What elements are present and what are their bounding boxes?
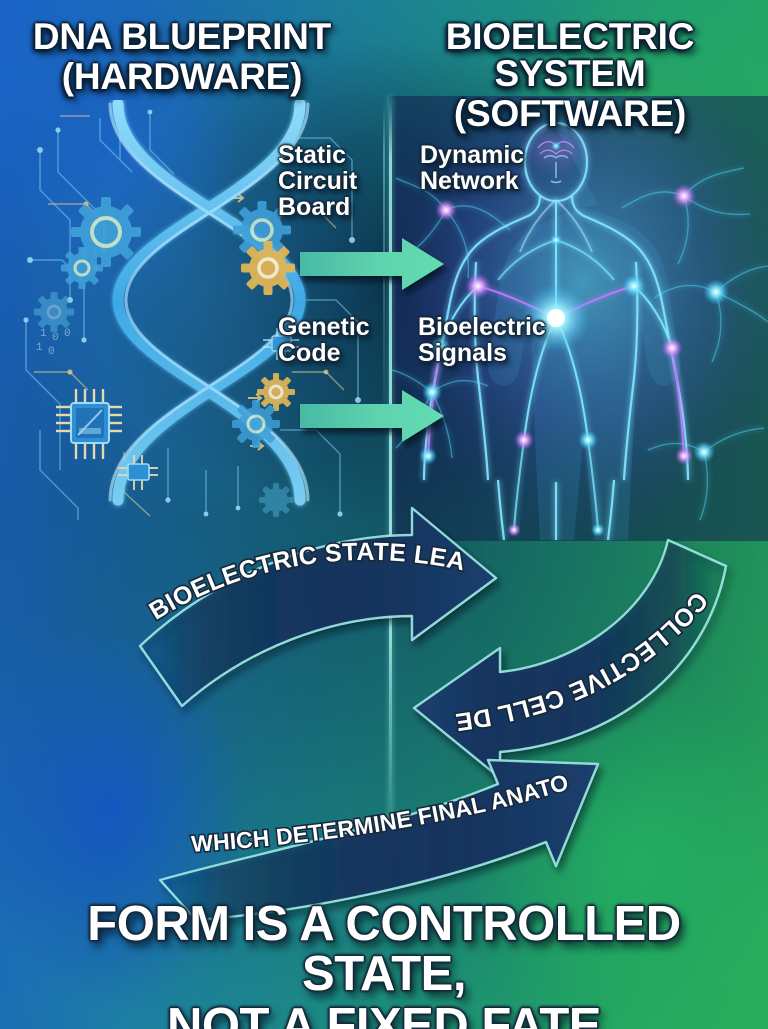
title-left-line2: (HARDWARE) [61, 56, 303, 97]
tagline-line2: NOT A FIXED FATE [166, 998, 602, 1029]
center-divider-line [389, 96, 392, 856]
gear-large-left [71, 197, 141, 267]
svg-text:1: 1 [36, 342, 43, 354]
tagline-line1: FORM IS A CONTROLLED STATE, [86, 897, 682, 1001]
title-right-line1: BIOELECTRIC SYSTEM [445, 16, 695, 94]
circuit-nodes [23, 109, 361, 517]
svg-text:0: 0 [64, 328, 71, 340]
arrow-static-to-dynamic [300, 238, 444, 290]
circuit-traces [25, 112, 359, 520]
page-title-right: BIOELECTRIC SYSTEM (SOFTWARE) [392, 16, 748, 134]
tagline: FORM IS A CONTROLLED STATE, NOT A FIXED … [0, 897, 768, 1029]
gear-small-left [61, 247, 103, 289]
flow-arrow-1 [138, 506, 498, 708]
svg-text:1: 1 [40, 328, 47, 340]
bioelectric-nodes [419, 184, 729, 537]
svg-text:0: 0 [52, 332, 59, 344]
gear-faint-bottom-left [34, 292, 74, 332]
page-title-left: DNA BLUEPRINT (HARDWARE) [22, 16, 342, 97]
microchip-right [263, 328, 299, 360]
title-right-line2: (SOFTWARE) [453, 93, 687, 134]
microchip-large [56, 389, 122, 459]
gear-gold [241, 241, 295, 295]
gear-blue-lower [232, 400, 280, 448]
gear-faint-bottom-right [259, 483, 293, 517]
arrow-genetic-to-bioelectric [300, 390, 444, 442]
gear-gold-small [257, 373, 295, 411]
microchip-small [118, 455, 158, 490]
brain-glow [532, 133, 580, 163]
flow-arrow-3 [158, 758, 600, 922]
svg-text:0: 0 [48, 346, 55, 358]
title-left-line1: DNA BLUEPRINT [32, 16, 332, 57]
